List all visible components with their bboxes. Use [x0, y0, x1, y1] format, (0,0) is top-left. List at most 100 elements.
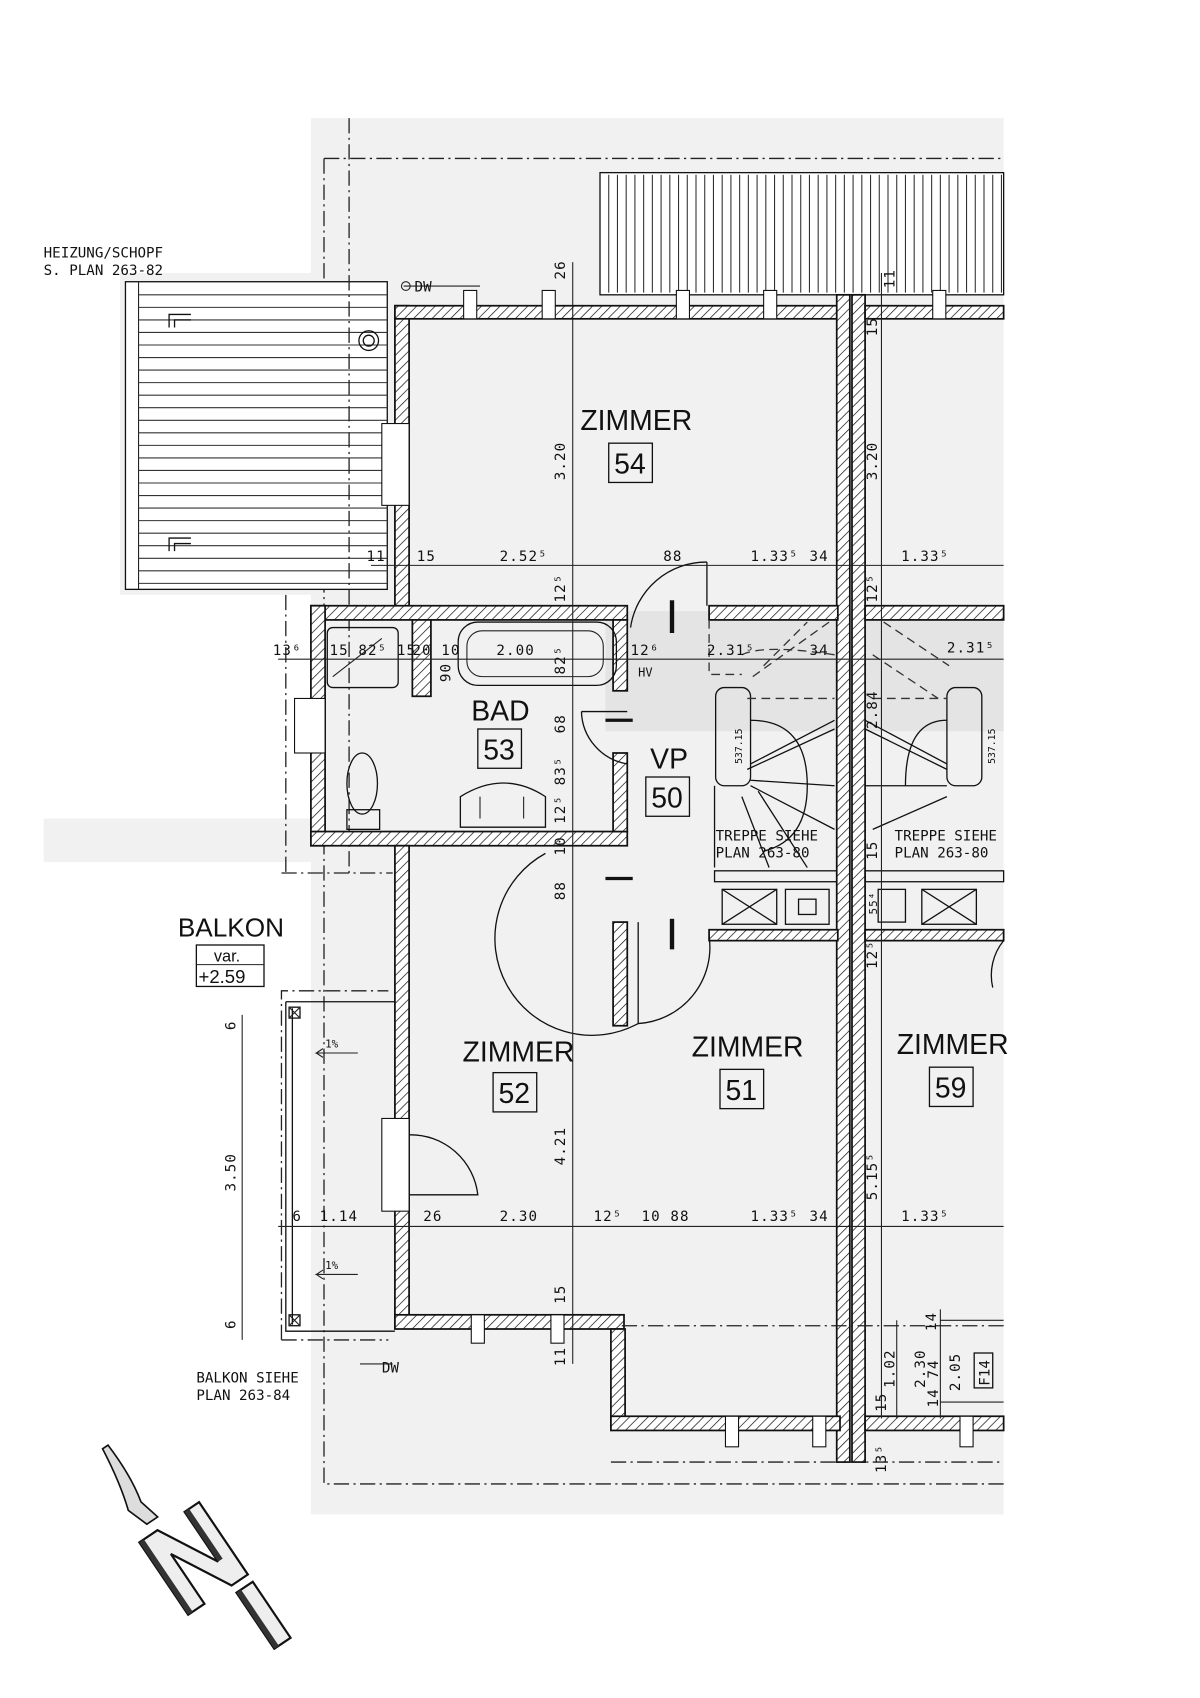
treppe-plan-ref: PLAN 263-80 [716, 846, 810, 862]
dim: 15 [553, 1285, 569, 1304]
balkon-label: BALKON [178, 912, 284, 942]
dim: 2.30 [913, 1349, 929, 1388]
treppe-ref: TREPPE SIEHE [716, 828, 818, 844]
room-number: 59 [935, 1073, 967, 1105]
dim: 15 82⁵ 15 [329, 643, 416, 659]
staircase-left [708, 619, 838, 925]
dim: 1.33⁵ [901, 549, 949, 565]
room-number: 54 [614, 449, 646, 481]
heizung-schopf-platform [124, 118, 388, 873]
dim: 26 [423, 1209, 442, 1225]
dim: 12⁵ [865, 940, 881, 969]
dim: 2.52⁵ [500, 549, 548, 565]
dim: 2.30 [500, 1209, 538, 1225]
room-name: VP [650, 743, 688, 775]
north-arrow-icon: N [101, 1444, 293, 1651]
dim: 6 [224, 1020, 240, 1030]
dimension-lines [241, 262, 1004, 1463]
stair-level: 537.15 [987, 728, 998, 763]
dim: 14 74 [926, 1359, 942, 1407]
dim: 34 [809, 643, 828, 659]
dim: 15 [417, 549, 436, 565]
dim: 55⁴ [867, 892, 880, 915]
slope-label: 1% [325, 1259, 339, 1272]
dim: 15 [865, 317, 881, 336]
room-number: 51 [725, 1075, 757, 1107]
dimension-texts: 26 11 15 3.20 3.20 11 15 2.52⁵ 88 1.33⁵ … [224, 260, 994, 1473]
dim: 12⁵ [593, 1209, 622, 1225]
dim: 68 [553, 714, 569, 733]
dim: 11 [367, 549, 386, 565]
dim: 11 [553, 1347, 569, 1366]
dim: 2.05 [948, 1353, 964, 1391]
room-zimmer-51: ZIMMER 51 [692, 1031, 804, 1110]
dim: 90 [439, 663, 455, 682]
dim: 2.31⁵ [707, 643, 755, 659]
room-name: ZIMMER [897, 1029, 1009, 1061]
dim: 1.33⁵ [901, 1209, 949, 1225]
dim: 15 [874, 1393, 890, 1412]
dim: 1.33⁵ [751, 1209, 799, 1225]
dim: 10 [553, 836, 569, 855]
staircase-right [864, 621, 1005, 925]
balkon-level: +2.59 [199, 966, 246, 987]
hv-label: HV [638, 666, 652, 680]
balkon-var: var. [214, 947, 240, 965]
bathroom-fixtures [326, 621, 618, 831]
slope-label: 1% [325, 1038, 339, 1051]
balkon-plan-ref: PLAN 263-84 [196, 1388, 290, 1404]
room-number: 53 [483, 735, 515, 767]
dim: 3.20 [865, 442, 881, 481]
roof-outline [323, 157, 1004, 1485]
dim: 10 88 [641, 1209, 689, 1225]
dim: 88 [663, 549, 682, 565]
dim: 26 [553, 260, 569, 279]
room-name: ZIMMER [463, 1037, 575, 1069]
dim: 82⁵ [553, 646, 569, 675]
heizung-plan-ref: S. PLAN 263-82 [44, 263, 163, 279]
dim: 11 [883, 269, 899, 288]
dim: 2.84 [865, 691, 881, 730]
room-name: BAD [471, 695, 529, 727]
room-bad-53: BAD 53 [471, 695, 530, 769]
room-name: ZIMMER [580, 405, 692, 437]
dim: 1.33⁵ [751, 549, 799, 565]
dim: 14 [924, 1312, 940, 1331]
treppe-right-plan-ref: PLAN 263-80 [895, 846, 989, 862]
windows [294, 289, 974, 1448]
dim: 1.02 [883, 1349, 899, 1388]
dw-bottom: DW [382, 1361, 400, 1377]
dim: 12⁶ [631, 643, 660, 659]
dim: 15 [865, 841, 881, 860]
dim: 13⁵ [874, 1444, 890, 1473]
dim: 3.50 [224, 1153, 240, 1191]
roof-overhang [599, 171, 1005, 296]
room-number: 52 [499, 1078, 531, 1110]
dim: 34 [809, 1209, 828, 1225]
dim: 5.15⁵ [865, 1152, 881, 1200]
dim: 88 [553, 881, 569, 900]
doors [409, 561, 1005, 1196]
room-name: ZIMMER [692, 1031, 804, 1063]
dim: 12⁵ 83⁵ [553, 757, 569, 824]
dim: 20 10 [412, 643, 460, 659]
balcony [195, 594, 395, 1341]
dim: 12⁵ [553, 574, 569, 603]
balkon-ref: BALKON SIEHE [196, 1370, 298, 1386]
room-number: 50 [651, 783, 683, 815]
dim: 34 [809, 549, 828, 565]
dim: 13⁶ [273, 643, 302, 659]
window-tag: F14 [977, 1360, 993, 1386]
dim: 2.00 [496, 643, 535, 659]
dim: 3.20 [553, 442, 569, 481]
room-zimmer-52: ZIMMER 52 [463, 1037, 575, 1113]
room-zimmer-59: ZIMMER 59 [897, 1029, 1009, 1108]
room-vp-50: VP 50 [645, 743, 691, 817]
heizung-label: HEIZUNG/SCHOPF [44, 246, 163, 262]
dw-top: DW [415, 280, 433, 296]
annotations: HEIZUNG/SCHOPF S. PLAN 263-82 BALKON var… [44, 246, 998, 1404]
stair-level: 537.15 [734, 728, 745, 763]
dim: 6 [224, 1319, 240, 1329]
dim: 6 [292, 1209, 302, 1225]
